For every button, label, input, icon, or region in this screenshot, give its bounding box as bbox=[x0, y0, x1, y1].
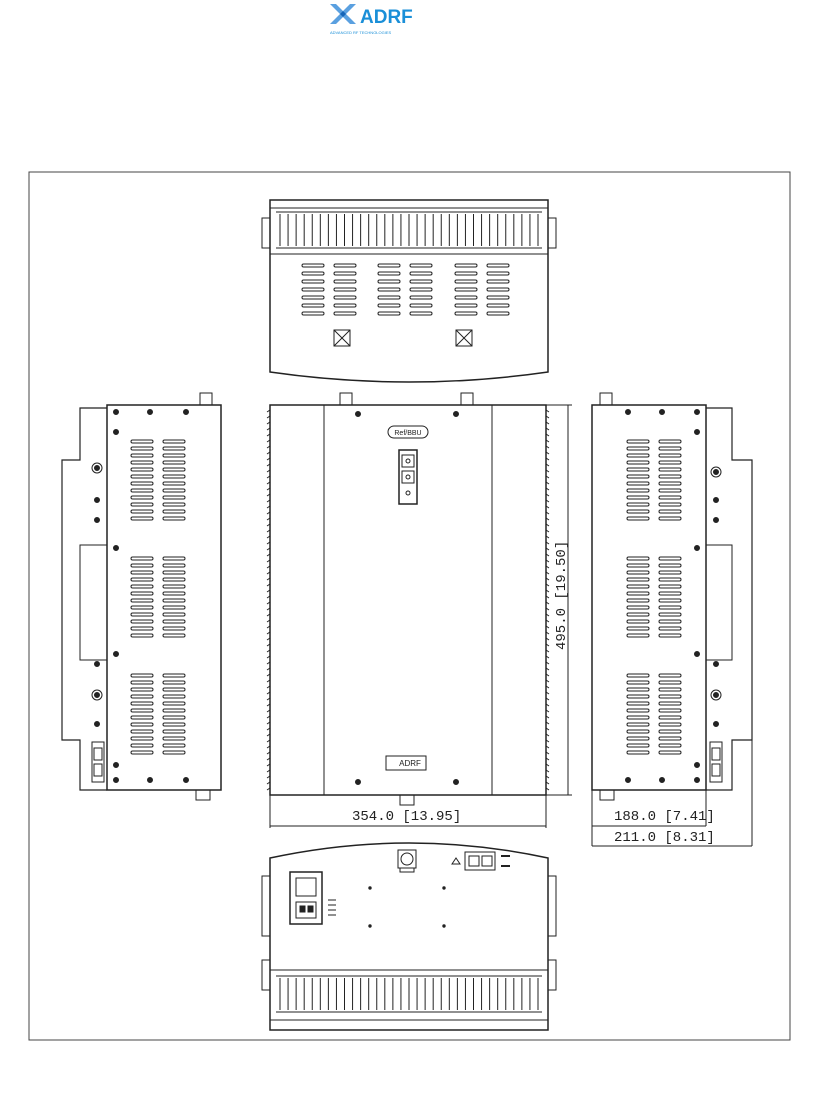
top-view bbox=[262, 200, 556, 382]
top-connector-left-icon bbox=[334, 330, 350, 346]
ground-symbol-icon bbox=[328, 900, 336, 915]
width-dimension: 354.0 [13.95] bbox=[352, 809, 461, 825]
depth-total-dimension: 211.0 [8.31] bbox=[614, 830, 715, 846]
front-badge-label: Ref/BBU bbox=[394, 430, 421, 437]
bottom-connector-icon bbox=[398, 850, 416, 872]
power-switch-icon bbox=[290, 872, 322, 924]
bottom-view bbox=[262, 843, 556, 1030]
left-side-view bbox=[62, 393, 221, 800]
status-led-panel bbox=[399, 450, 417, 504]
front-logo-label: ADRF bbox=[399, 759, 421, 768]
front-view: Ref/BBU ADRF bbox=[267, 393, 572, 805]
right-side-view bbox=[592, 393, 752, 846]
top-connector-right-icon bbox=[456, 330, 472, 346]
ethernet-port-icon bbox=[452, 852, 510, 870]
right-latch-icon bbox=[710, 742, 722, 782]
depth-body-dimension: 188.0 [7.41] bbox=[614, 809, 715, 825]
height-dimension: 495.0 [19.50] bbox=[554, 541, 570, 650]
left-latch-icon bbox=[92, 742, 104, 782]
